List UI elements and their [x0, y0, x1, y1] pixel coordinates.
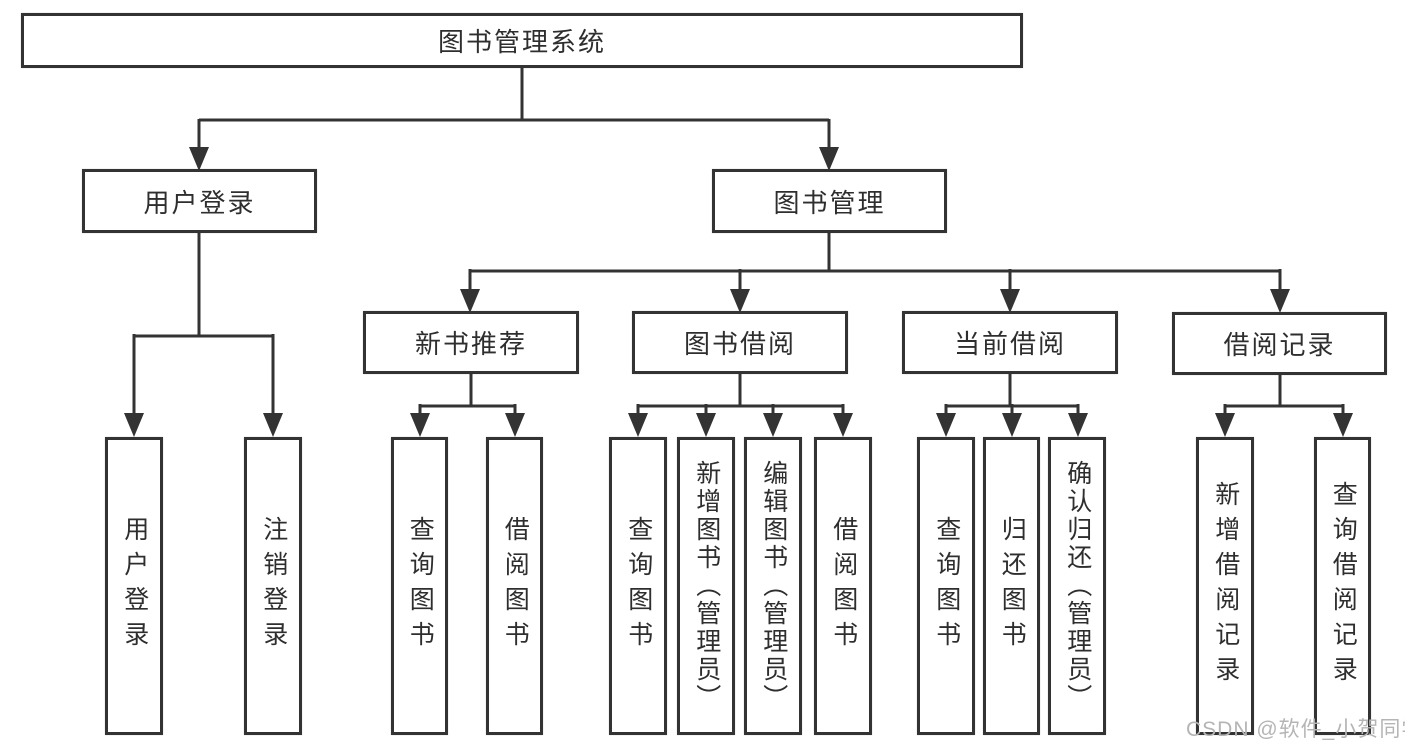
- node-library-system: 图书管理系统: [21, 13, 1023, 68]
- node-current-borrowing-label: 当前借阅: [953, 329, 1066, 359]
- node-book-management: 图书管理: [712, 169, 947, 233]
- node-leaf-bb-edit-books-admin: 编辑图书（管理员）: [744, 437, 802, 735]
- node-leaf-cb-confirm-return-admin-label: 确认归还（管理员）: [1063, 460, 1092, 712]
- node-leaf-bb-query-books-label: 查询图书: [624, 516, 653, 656]
- node-library-system-label: 图书管理系统: [437, 27, 606, 57]
- connector-new-book-rec-to-leaves: [418, 373, 517, 418]
- node-leaf-bb-add-books-admin-label: 新增图书（管理员）: [692, 460, 721, 712]
- node-book-borrowing-label: 图书借阅: [683, 329, 796, 359]
- node-leaf-br-query-record: 查询借阅记录: [1314, 437, 1371, 735]
- node-leaf-cb-query-books: 查询图书: [917, 437, 975, 735]
- node-leaf-logout-label: 注销登录: [259, 516, 288, 656]
- node-leaf-rec-borrow-books: 借阅图书: [486, 437, 543, 735]
- node-leaf-bb-borrow-books-label: 借阅图书: [829, 516, 858, 656]
- node-leaf-rec-query-books: 查询图书: [391, 437, 448, 735]
- node-leaf-rec-query-books-label: 查询图书: [406, 516, 435, 656]
- node-current-borrowing: 当前借阅: [902, 311, 1118, 374]
- node-new-book-recommend: 新书推荐: [363, 311, 579, 374]
- node-borrowing-records-label: 借阅记录: [1223, 330, 1336, 360]
- node-leaf-br-query-record-label: 查询借阅记录: [1329, 481, 1358, 691]
- node-leaf-cb-return-books: 归还图书: [983, 437, 1040, 735]
- node-leaf-bb-add-books-admin: 新增图书（管理员）: [677, 437, 735, 735]
- connector-current-borrow-to-leaves: [944, 373, 1080, 418]
- node-leaf-bb-borrow-books: 借阅图书: [814, 437, 872, 735]
- node-leaf-br-add-record: 新增借阅记录: [1196, 437, 1254, 735]
- node-book-borrowing: 图书借阅: [632, 311, 848, 374]
- node-leaf-cb-query-books-label: 查询图书: [932, 516, 961, 656]
- node-leaf-br-add-record-label: 新增借阅记录: [1211, 481, 1240, 691]
- connector-borrow-records-to-leaves: [1223, 374, 1345, 418]
- connector-user-login-to-leaves: [132, 231, 275, 418]
- node-leaf-cb-return-books-label: 归还图书: [998, 516, 1027, 656]
- node-user-login-label: 用户登录: [143, 187, 256, 218]
- node-leaf-cb-confirm-return-admin: 确认归还（管理员）: [1048, 437, 1106, 735]
- node-leaf-user-login: 用户登录: [105, 437, 163, 735]
- csdn-watermark: CSDN @软件_小贺同学: [1186, 718, 1405, 741]
- node-leaf-logout: 注销登录: [244, 437, 302, 735]
- node-leaf-rec-borrow-books-label: 借阅图书: [501, 516, 530, 656]
- connector-book-mgmt-to-level3: [468, 231, 1282, 294]
- node-user-login: 用户登录: [82, 169, 317, 233]
- node-new-book-recommend-label: 新书推荐: [414, 329, 527, 359]
- node-leaf-bb-edit-books-admin-label: 编辑图书（管理员）: [759, 460, 788, 712]
- node-borrowing-records: 借阅记录: [1172, 312, 1387, 375]
- node-leaf-bb-query-books: 查询图书: [609, 437, 667, 735]
- node-book-management-label: 图书管理: [773, 187, 886, 218]
- connector-book-borrow-to-leaves: [636, 373, 845, 418]
- node-leaf-user-login-label: 用户登录: [120, 516, 149, 656]
- connector-root-to-level2: [197, 67, 831, 152]
